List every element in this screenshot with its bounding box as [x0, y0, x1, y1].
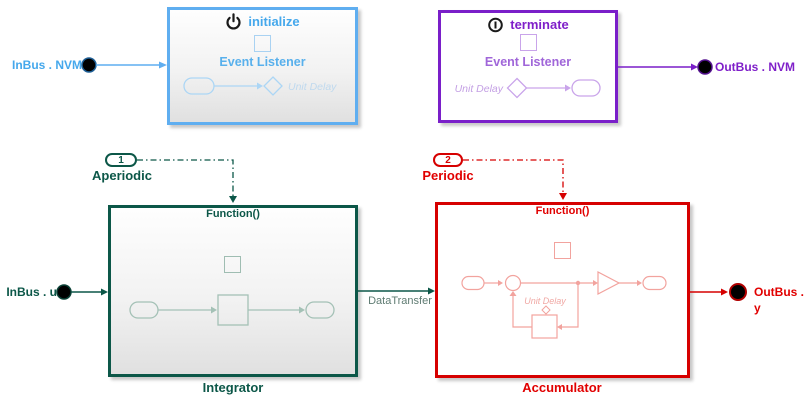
function-port-label: Function()	[206, 208, 260, 220]
arrowhead-icon	[557, 324, 562, 330]
aperiodic-number: 1	[118, 154, 124, 166]
arrowhead-icon	[565, 84, 571, 92]
datatransfer-signal-label: DataTransfer	[368, 295, 432, 307]
arrowhead-icon	[509, 291, 517, 296]
terminate-icon	[488, 17, 504, 33]
initialize-content-sketch: Unit Delay	[183, 76, 337, 96]
integrator-subsystem-block[interactable]: Function()	[108, 205, 358, 377]
unit-delay-diamond-icon	[541, 305, 551, 315]
event-listener-square-icon	[224, 256, 241, 273]
inbus-nvm-port-dot[interactable]	[81, 57, 97, 73]
arrowhead-icon	[299, 306, 305, 314]
terminate-title: terminate	[510, 17, 569, 32]
event-listener-square-icon	[520, 34, 537, 51]
initialize-header: initialize	[170, 13, 355, 30]
arrowhead-icon	[159, 61, 167, 69]
arrowhead-icon	[257, 82, 263, 90]
unit-delay-label: Unit Delay	[455, 83, 504, 95]
terminate-header: terminate	[441, 16, 615, 33]
aperiodic-event-port[interactable]: 1	[105, 153, 137, 167]
unit-delay-block-icon	[531, 314, 558, 339]
event-listener-square-icon	[554, 242, 571, 259]
initialize-title: initialize	[248, 14, 300, 29]
power-icon	[226, 13, 241, 30]
outbus-nvm-port-label[interactable]: OutBus . NVM	[715, 60, 795, 74]
feedback-wire	[512, 295, 532, 328]
outbus-y-port-dot[interactable]	[729, 283, 747, 301]
accumulator-content-sketch: Unit Delay	[461, 271, 667, 339]
gain-triangle-icon	[597, 271, 621, 295]
arrowhead-icon	[559, 193, 567, 200]
sum-circle-icon	[504, 274, 522, 292]
periodic-number: 2	[445, 154, 451, 166]
inbus-nvm-port-label[interactable]: InBus . NVM	[11, 58, 82, 72]
accumulator-name-label[interactable]: Accumulator	[522, 380, 602, 395]
terminate-icon-circle	[488, 17, 504, 33]
arrowhead-icon	[101, 288, 108, 296]
arrowhead-icon	[229, 196, 237, 203]
inbus-u-port-label[interactable]: InBus . u	[6, 285, 57, 299]
arrowhead-icon	[498, 280, 503, 286]
periodic-event-port[interactable]: 2	[433, 153, 463, 167]
outbus-y-port-label[interactable]: OutBus . y	[754, 285, 804, 315]
unit-delay-label: Unit Delay	[524, 296, 566, 306]
integrator-inner-block-icon	[217, 294, 249, 326]
arrowhead-icon	[637, 280, 642, 286]
function-port-label: Function()	[535, 205, 590, 217]
terminate-content-sketch: Unit Delay	[455, 77, 601, 99]
inport-icon	[129, 301, 159, 319]
inport-icon	[183, 77, 215, 95]
outport-icon	[642, 275, 667, 291]
arrowhead-icon	[691, 63, 698, 71]
arrowhead-icon	[593, 280, 598, 286]
outbus-nvm-port-dot[interactable]	[697, 59, 713, 75]
event-listener-label: Event Listener	[484, 55, 572, 69]
arrowhead-icon	[211, 306, 217, 314]
feedback-wire	[562, 283, 579, 328]
inbus-u-port-dot[interactable]	[56, 284, 72, 300]
inport-icon	[461, 275, 485, 291]
unit-delay-diamond-icon	[263, 76, 283, 96]
integrator-content-sketch	[129, 294, 335, 326]
outport-icon	[305, 301, 335, 319]
power-icon-arc	[226, 16, 241, 30]
initialize-subsystem-block[interactable]: initialize Event Listener Unit Delay	[167, 7, 358, 125]
event-listener-square-icon	[254, 35, 271, 52]
event-listener-label: Event Listener	[219, 55, 306, 69]
outport-icon	[571, 79, 601, 97]
periodic-label[interactable]: Periodic	[422, 168, 474, 183]
arrowhead-icon	[428, 287, 435, 295]
aperiodic-label[interactable]: Aperiodic	[92, 168, 152, 183]
unit-delay-diamond-icon	[506, 77, 528, 99]
accumulator-subsystem-block[interactable]: Function() Unit Delay	[435, 202, 690, 378]
integrator-name-label[interactable]: Integrator	[202, 380, 264, 395]
unit-delay-label: Unit Delay	[288, 81, 337, 93]
arrowhead-icon	[721, 288, 728, 296]
terminate-subsystem-block[interactable]: terminate Event Listener Unit Delay	[438, 10, 618, 123]
